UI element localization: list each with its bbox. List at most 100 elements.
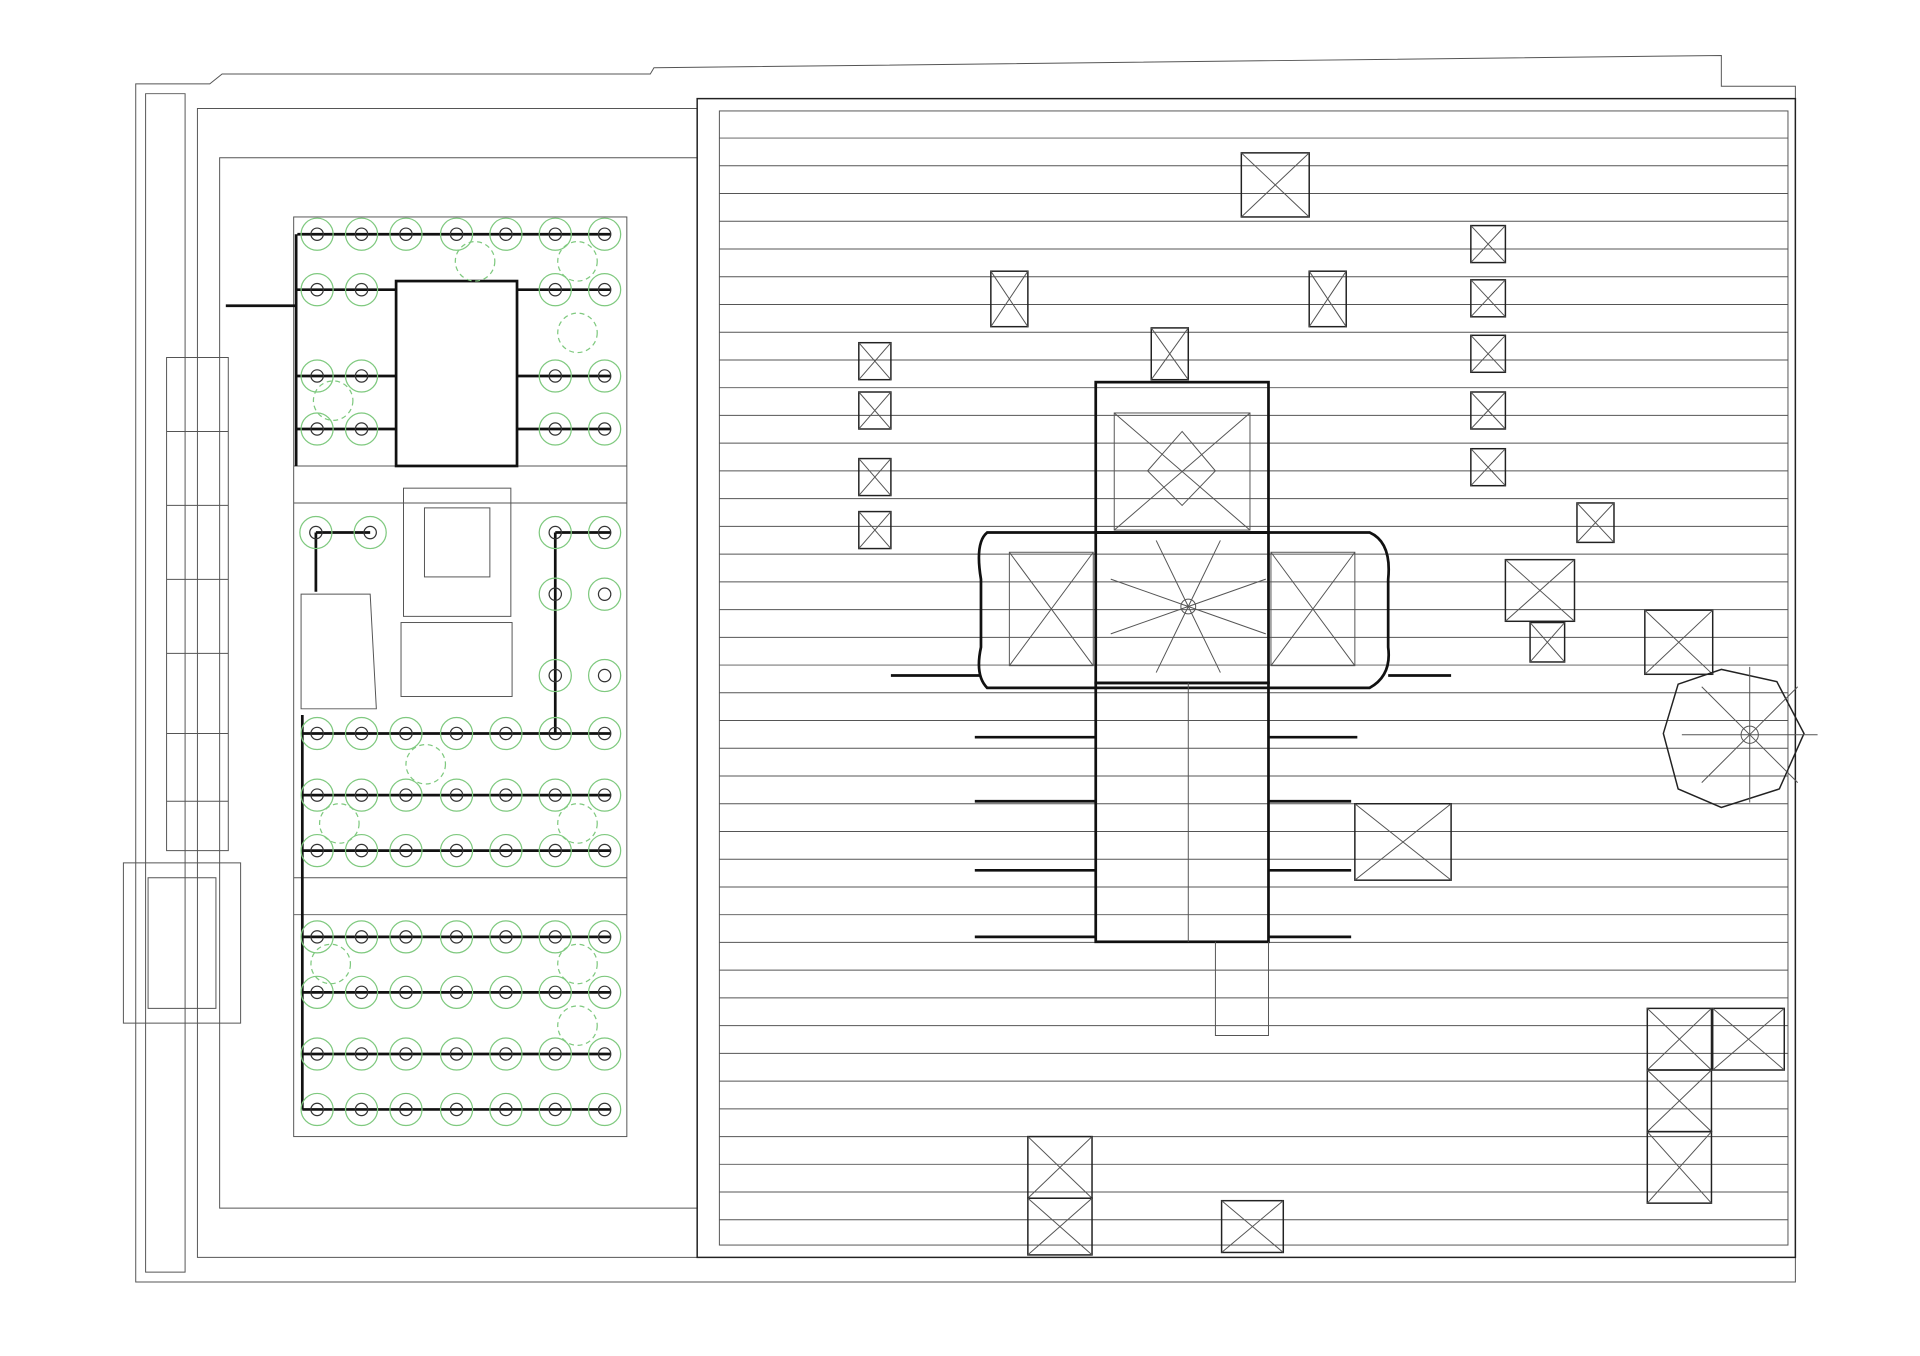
tree-trunk-marker: [354, 369, 369, 383]
tree-icon: [489, 217, 523, 251]
tree-trunk-marker: [597, 1102, 612, 1117]
tree-trunk-marker: [548, 843, 563, 858]
roof-vent-x-box: [1470, 334, 1507, 374]
palm-tree-icon: [312, 380, 354, 421]
tree-trunk-marker: [354, 930, 369, 944]
roof-vent-x-box: [858, 391, 892, 430]
roof-vent-x-box: [1529, 621, 1566, 663]
tree-trunk-marker: [399, 985, 413, 1000]
palm-tree-icon: [557, 803, 598, 844]
tree-icon: [489, 778, 523, 812]
tree-trunk-marker: [548, 282, 563, 297]
tree-trunk-marker: [354, 422, 369, 436]
tree-trunk-marker: [548, 930, 563, 944]
tree-icon: [587, 975, 622, 1009]
tree-trunk-marker: [449, 788, 464, 802]
tree-trunk-marker: [310, 227, 324, 241]
central-cross-structure: [890, 380, 1452, 1036]
tree-trunk-marker: [399, 1102, 413, 1117]
tree-icon: [300, 217, 334, 251]
tree-trunk-marker: [354, 726, 369, 741]
roof-vent-x-box: [1240, 152, 1310, 218]
tree-trunk-marker: [449, 930, 464, 944]
roof-vent-x-box: [1576, 502, 1615, 544]
tree-icon: [538, 920, 572, 954]
tree-trunk-marker: [499, 726, 513, 741]
tree-trunk-marker: [354, 788, 369, 802]
tree-icon: [344, 217, 379, 251]
tree-icon: [344, 273, 379, 307]
tree-trunk-marker: [449, 843, 464, 858]
tree-trunk-marker: [449, 1047, 464, 1061]
palm-tree-icon: [557, 312, 598, 354]
palm-tree-icon: [310, 943, 352, 985]
tree-icon: [489, 975, 523, 1009]
tree-trunk-marker: [310, 282, 324, 297]
tree-icon: [489, 833, 523, 868]
tree-icon: [587, 1037, 622, 1071]
roof-vent-x-box: [1504, 558, 1576, 623]
tree-icon: [538, 1037, 572, 1071]
tree-icon: [587, 833, 622, 868]
octagonal-dome: [1662, 666, 1818, 809]
roof-vent-x-box: [858, 457, 892, 497]
tree-trunk-marker: [548, 1047, 563, 1061]
roof-vent-x-box: [1027, 1135, 1093, 1199]
tree-icon: [344, 359, 379, 393]
left-building-outline: [122, 54, 1796, 1283]
tree-trunk-marker: [597, 788, 612, 802]
tree-icon: [344, 833, 379, 868]
tree-icon: [439, 217, 474, 251]
tree-icon: [587, 658, 622, 693]
tree-icon: [538, 975, 572, 1009]
roof-vent-x-box: [1470, 447, 1507, 487]
roof-vent-x-box: [1646, 1007, 1713, 1071]
main-roof: [696, 97, 1818, 1259]
tree-trunk-marker: [499, 788, 513, 802]
tree-icon: [538, 412, 572, 446]
tree-icon: [538, 577, 572, 611]
roof-vent-x-box: [1354, 802, 1452, 881]
tree-trunk-marker: [399, 788, 413, 802]
tree-icon: [439, 833, 474, 868]
tree-icon: [587, 515, 622, 550]
tree-trunk-marker: [310, 726, 324, 741]
tree-icon: [587, 359, 622, 393]
tree-trunk-marker: [310, 930, 324, 944]
tree-trunk-marker: [309, 525, 323, 540]
tree-trunk-marker: [548, 525, 563, 540]
tree-icon: [389, 1092, 423, 1127]
tree-trunk-marker: [310, 369, 324, 383]
tree-icon: [538, 273, 572, 307]
tree-icon: [489, 1092, 523, 1127]
tree-trunk-marker: [499, 930, 513, 944]
tree-trunk-marker: [597, 422, 612, 436]
tree-trunk-marker: [399, 1047, 413, 1061]
roof-vent-x-box: [1220, 1199, 1285, 1254]
tree-icon: [538, 515, 572, 550]
tree-icon: [344, 716, 379, 751]
roof-vent-x-box: [1470, 279, 1507, 318]
tree-icon: [439, 975, 474, 1009]
tree-trunk-marker: [548, 1102, 563, 1117]
tree-icon: [344, 920, 379, 954]
tree-icon: [344, 975, 379, 1009]
tree-trunk-marker: [310, 843, 324, 858]
tree-trunk-marker: [399, 227, 413, 241]
tree-trunk-marker: [499, 1047, 513, 1061]
tree-trunk-marker: [310, 422, 324, 436]
tree-icon: [300, 716, 334, 751]
palm-tree-icon: [557, 240, 598, 282]
tree-icon: [587, 412, 622, 446]
tree-icon: [587, 716, 622, 751]
tree-icon: [587, 577, 622, 611]
tree-icon: [389, 1037, 423, 1071]
roof-vent-x-box: [858, 510, 892, 550]
tree-trunk-marker: [449, 227, 464, 241]
tree-icon: [300, 412, 334, 446]
tree-icon: [439, 920, 474, 954]
tree-trunk-marker: [354, 227, 369, 241]
tree-trunk-marker: [597, 369, 612, 383]
tree-icon: [344, 1037, 379, 1071]
tree-icon: [587, 778, 622, 812]
